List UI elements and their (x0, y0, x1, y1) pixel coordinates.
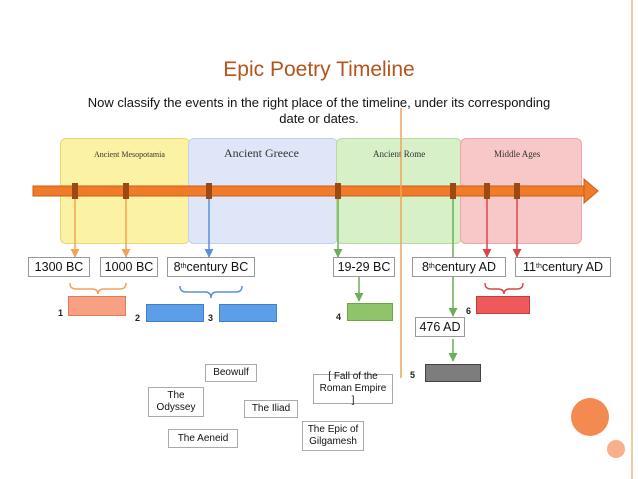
decor-circle-small (607, 440, 625, 458)
slot-number-4: 4 (336, 312, 342, 322)
drop-slot-4[interactable] (347, 303, 393, 321)
slot-number-3: 3 (208, 313, 214, 323)
timeline-markers (72, 183, 520, 199)
card-epic-of-gilgamesh[interactable]: The Epic of Gilgamesh (302, 421, 364, 451)
slot-number-2: 2 (135, 313, 141, 323)
drop-slot-6[interactable] (476, 296, 530, 314)
drop-slot-1[interactable] (68, 296, 126, 316)
right-border-line (631, 0, 633, 479)
date-1000-bc: 1000 BC (100, 257, 158, 277)
date-8th-century-bc-num: 8 (173, 260, 181, 274)
slot-number-6: 6 (466, 306, 472, 316)
card-the-odyssey[interactable]: The Odyssey (148, 387, 204, 417)
card-the-iliad[interactable]: The Iliad (244, 400, 298, 418)
date-8th-century-bc-text: century BC (186, 260, 249, 274)
date-1300-bc: 1300 BC (28, 257, 90, 277)
page-title: Epic Poetry Timeline (223, 58, 415, 81)
date-19-29-bc: 19-29 BC (333, 257, 395, 277)
card-fall-of-roman-empire[interactable]: [ Fall of the Roman Empire ] (313, 371, 393, 406)
drop-slot-2[interactable] (146, 304, 204, 322)
era-label-mesopotamia: Ancient Mesopotamia (94, 150, 165, 159)
slot-number-5: 5 (410, 370, 416, 380)
date-476-ad: 476 AD (415, 317, 465, 337)
instructions-text: Now classify the events in the right pla… (87, 95, 551, 126)
timeline-bar (32, 177, 599, 205)
drop-slot-3[interactable] (219, 304, 277, 322)
era-label-greece: Ancient Greece (224, 146, 299, 160)
card-the-aeneid[interactable]: The Aeneid (168, 429, 238, 448)
decor-circle-large (571, 398, 609, 436)
era-label-middle-ages: Middle Ages (494, 149, 541, 159)
date-11th-century-ad-num: 11 (523, 260, 536, 274)
drop-slot-5[interactable] (425, 364, 481, 382)
slot-number-1: 1 (58, 308, 64, 318)
date-8th-century-ad-text: century AD (434, 260, 496, 274)
date-8th-century-ad-num: 8 (422, 260, 429, 274)
date-11th-century-ad-text: century AD (541, 260, 603, 274)
era-label-rome: Ancient Rome (373, 149, 426, 159)
card-beowulf[interactable]: Beowulf (205, 364, 257, 382)
